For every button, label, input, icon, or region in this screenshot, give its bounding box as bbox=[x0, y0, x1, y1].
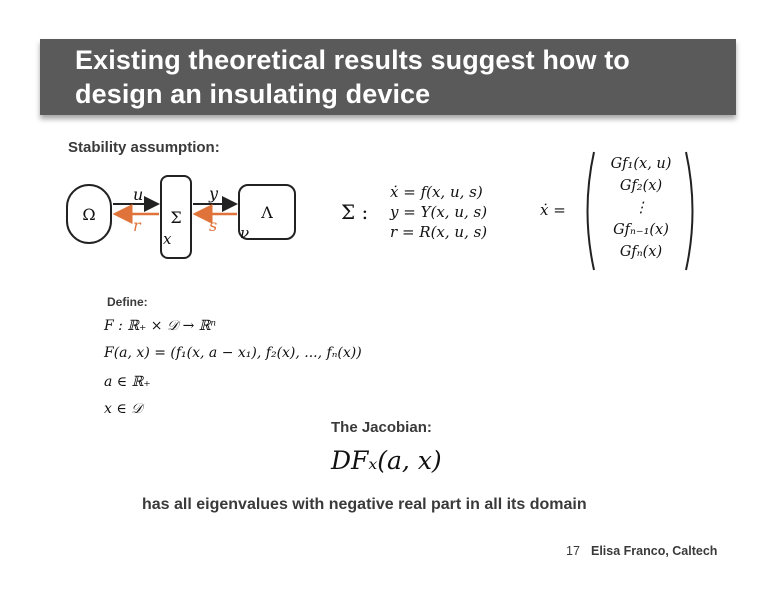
slide-title-line-2: design an insulating device bbox=[75, 79, 431, 109]
label-r: r bbox=[133, 216, 141, 235]
system-eq-r: r = R(x, u, s) bbox=[390, 223, 488, 241]
definition-x-domain: x ∈ 𝒟 bbox=[104, 401, 143, 417]
xdot-row-4: Gfₙ₋₁(x) bbox=[613, 222, 669, 238]
omega-node: Ω bbox=[66, 184, 112, 244]
slide-title-line-1: Existing theoretical results suggest how… bbox=[75, 45, 630, 75]
system-sigma-label: Σ : bbox=[341, 200, 369, 224]
xdot-row-5: Gfₙ(x) bbox=[619, 244, 663, 260]
xdot-row-2: Gf₂(x) bbox=[619, 178, 663, 194]
label-s: s bbox=[209, 216, 218, 235]
definition-formula: F(a, x) = (f₁(x, a − x₁), f₂(x), ..., fₙ… bbox=[104, 345, 362, 361]
xdot-row-1: Gf₁(x, u) bbox=[610, 156, 672, 172]
define-label: Define: bbox=[107, 295, 148, 309]
definition-a-domain: a ∈ ℝ₊ bbox=[104, 374, 151, 390]
eigenvalue-conclusion: has all eigenvalues with negative real p… bbox=[142, 496, 587, 513]
system-eq-y: y = Y(x, u, s) bbox=[390, 203, 488, 221]
jacobian-expression: DFₓ(a, x) bbox=[331, 446, 442, 475]
slide-number: 17 bbox=[566, 544, 580, 558]
label-nu: ν bbox=[240, 224, 250, 242]
xdot-vector: Gf₁(x, u) Gf₂(x) ⋮ Gfₙ₋₁(x) Gfₙ(x) bbox=[600, 153, 682, 263]
diagram-arrows bbox=[112, 196, 238, 224]
slide-title-bar: Existing theoretical results suggest how… bbox=[40, 39, 736, 115]
author-credit: Elisa Franco, Caltech bbox=[591, 544, 718, 558]
xdot-left-paren bbox=[586, 151, 595, 271]
system-eq-xdot: ẋ = f(x, u, s) bbox=[390, 183, 483, 201]
label-u: u bbox=[133, 185, 144, 204]
xdot-row-3: ⋮ bbox=[633, 200, 649, 216]
jacobian-label: The Jacobian: bbox=[331, 419, 432, 436]
xdot-lhs: ẋ = bbox=[540, 201, 566, 219]
sigma-node: Σ bbox=[160, 175, 192, 259]
label-x: x bbox=[163, 230, 172, 248]
label-y: y bbox=[209, 184, 219, 203]
system-equations: ẋ = f(x, u, s) y = Y(x, u, s) r = R(x, u… bbox=[390, 182, 487, 242]
xdot-right-paren bbox=[685, 151, 694, 271]
lambda-node: Λ bbox=[238, 184, 296, 240]
definition-map: F : ℝ₊ × 𝒟 → ℝⁿ bbox=[104, 318, 217, 334]
stability-assumption-label: Stability assumption: bbox=[68, 139, 220, 156]
